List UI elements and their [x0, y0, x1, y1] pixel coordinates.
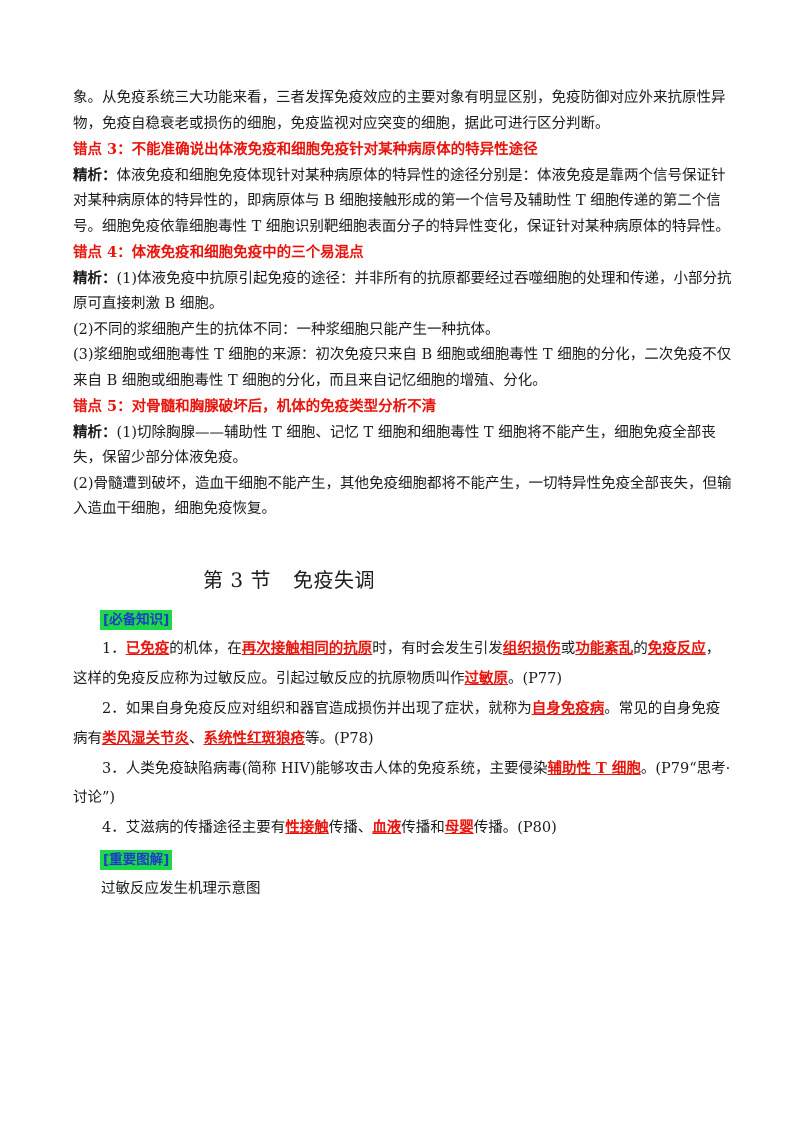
knowledge-item-4: 4．艾滋病的传播途径主要有性接触传播、血液传播和母婴传播。(P80) [102, 818, 557, 836]
error-point-4-analysis-2: (2)不同的浆细胞产生的抗体不同：一种浆细胞只能产生一种抗体。 [73, 321, 500, 338]
error-point-3-analysis: 精析：体液免疫和细胞免疫体现针对某种病原体的特异性的途径分别是：体液免疫是靠两个… [73, 163, 733, 241]
analysis-label: 精析： [73, 269, 117, 287]
document-body: 象。从免疫系统三大功能来看，三者发挥免疫效应的主要对象有明显区别，免疫防御对应外… [73, 86, 733, 902]
essential-knowledge-tag-row: [必备知识] [100, 607, 733, 631]
analysis-text: 体液免疫和细胞免疫体现针对某种病原体的特异性的途径分别是：体液免疫是靠两个信号保… [73, 167, 730, 235]
key-term: 组织损伤 [502, 639, 561, 657]
key-diagram-tag: [重要图解] [100, 849, 173, 870]
error-point-5-analysis-1: 精析：(1)切除胸腺——辅助性 T 细胞、记忆 T 细胞和细胞毒性 T 细胞将不… [73, 420, 733, 472]
key-term: 性接触 [285, 818, 329, 836]
key-term: 已免疫 [125, 639, 170, 657]
key-diagram-tag-row: [重要图解] [100, 847, 733, 871]
knowledge-item-3: 3．人类免疫缺陷病毒(简称 HIV)能够攻击人体的免疫系统，主要侵染辅助性 T … [73, 759, 731, 806]
key-term: 辅助性 T 细胞 [547, 759, 641, 777]
error-point-3-title: 错点 3：不能准确说出体液免疫和细胞免疫针对某种病原体的特异性途径 [73, 141, 538, 158]
key-term: 过敏原 [464, 669, 509, 687]
key-term: 类风湿关节炎 [102, 729, 189, 747]
error-point-5-analysis-2: (2)骨髓遭到破坏，造血干细胞不能产生，其他免疫细胞都将不能产生，一切特异性免疫… [73, 475, 732, 518]
key-term: 自身免疫病 [531, 699, 605, 717]
intro-paragraph: 象。从免疫系统三大功能来看，三者发挥免疫效应的主要对象有明显区别，免疫防御对应外… [73, 90, 726, 132]
essential-knowledge-tag: [必备知识] [100, 609, 173, 630]
section-name: 免疫失调 [292, 567, 375, 592]
error-point-4-title: 错点 4：体液免疫和细胞免疫中的三个易混点 [73, 244, 364, 261]
key-term: 免疫反应 [647, 639, 706, 657]
analysis-text: (1)体液免疫中抗原引起免疫的途径：并非所有的抗原都要经过吞噬细胞的处理和传递，… [73, 270, 732, 313]
knowledge-item-1: 1．已免疫的机体，在再次接触相同的抗原时，有时会发生引发组织损伤或功能紊乱的免疫… [73, 639, 721, 687]
analysis-text: (1)切除胸腺——辅助性 T 细胞、记忆 T 细胞和细胞毒性 T 细胞将不能产生… [73, 424, 716, 467]
analysis-label: 精析： [73, 423, 117, 441]
key-term: 血液 [372, 818, 402, 836]
section-number: 第 3 节 [203, 567, 271, 592]
diagram-caption: 过敏反应发生机理示意图 [101, 880, 261, 897]
key-term: 母婴 [444, 818, 474, 836]
key-term: 再次接触相同的抗原 [241, 639, 373, 657]
error-point-5-title: 错点 5：对骨髓和胸腺破坏后，机体的免疫类型分析不清 [73, 398, 437, 415]
error-point-4-analysis-1: 精析：(1)体液免疫中抗原引起免疫的途径：并非所有的抗原都要经过吞噬细胞的处理和… [73, 266, 733, 318]
analysis-label: 精析： [73, 166, 117, 184]
key-term: 系统性红斑狼疮 [203, 729, 306, 747]
knowledge-list: 1．已免疫的机体，在再次接触相同的抗原时，有时会发生引发组织损伤或功能紊乱的免疫… [73, 634, 733, 843]
section-title: 第 3 节免疫失调 [203, 563, 733, 597]
key-term: 功能紊乱 [575, 639, 634, 657]
error-point-4-analysis-3: (3)浆细胞或细胞毒性 T 细胞的来源：初次免疫只来自 B 细胞或细胞毒性 T … [73, 347, 732, 389]
knowledge-item-2: 2．如果自身免疫反应对组织和器官造成损伤并出现了症状，就称为自身免疫病。常见的自… [73, 699, 721, 747]
